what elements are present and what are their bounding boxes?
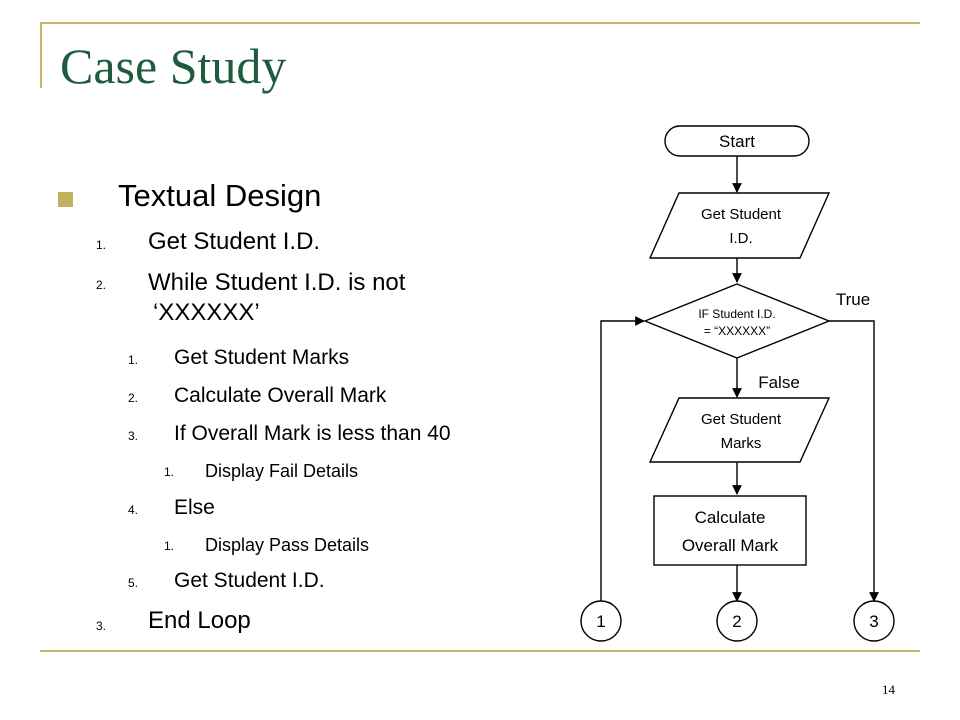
top-rule	[40, 22, 920, 24]
list-item-text: Get Student Marks	[174, 346, 350, 369]
get-marks-input	[648, 397, 831, 463]
textual-design-heading: Textual Design	[118, 178, 322, 213]
list-number: 3.	[96, 619, 107, 633]
decision-diamond	[643, 283, 831, 359]
list-item-text: If Overall Mark is less than 40	[174, 422, 451, 445]
list-item-text: ‘XXXXXX’	[153, 299, 260, 326]
arrow-loop-back	[600, 316, 645, 601]
calculate-label-line1: Calculate	[695, 508, 766, 527]
list-item-text: Else	[174, 496, 215, 519]
decision-label-line1: IF Student I.D.	[698, 307, 775, 321]
list-number: 2.	[96, 278, 107, 292]
connector-2-label: 2	[732, 612, 741, 631]
get-id-label-line1: Get Student	[701, 206, 782, 223]
connector-3	[853, 600, 895, 642]
list-number: 1.	[96, 238, 107, 252]
title-left-rule	[40, 22, 42, 88]
get-id-input	[648, 192, 831, 259]
list-number: 3.	[128, 429, 139, 443]
get-marks-label-line2: Marks	[721, 435, 762, 452]
get-marks-label-line1: Get Student	[701, 411, 782, 428]
list-number: 2.	[128, 391, 139, 405]
list-item-text: Get Student I.D.	[148, 228, 321, 255]
false-label: False	[758, 373, 800, 392]
slide-number: 14	[882, 682, 895, 697]
list-number: 5.	[128, 576, 139, 590]
list-item-text: End Loop	[148, 607, 251, 634]
connector-3-label: 3	[869, 612, 878, 631]
list-item-text: Get Student I.D.	[174, 569, 325, 592]
list-number: 4.	[128, 503, 139, 517]
true-label: True	[836, 290, 870, 309]
list-item-text: Calculate Overall Mark	[174, 384, 387, 407]
decision-label-line2: = “XXXXXX”	[704, 324, 770, 338]
bottom-rule	[40, 650, 920, 652]
list-number: 1.	[164, 465, 175, 479]
connector-1	[580, 600, 622, 642]
start-label: Start	[719, 132, 755, 151]
list-item-text: While Student I.D. is not	[148, 269, 406, 296]
connector-2	[716, 600, 758, 642]
calculate-label-line2: Overall Mark	[682, 536, 779, 555]
square-bullet-icon	[58, 192, 73, 207]
arrow-decision-true	[829, 320, 879, 602]
list-number: 1.	[128, 353, 139, 367]
calculate-process	[653, 495, 807, 566]
list-item-text: Display Fail Details	[205, 461, 359, 481]
connector-1-label: 1	[596, 612, 605, 631]
list-item-text: Display Pass Details	[205, 535, 370, 555]
start-terminal	[664, 125, 810, 157]
list-number: 1.	[164, 539, 175, 553]
slide-title: Case Study	[60, 38, 287, 94]
get-id-label-line2: I.D.	[729, 230, 752, 247]
